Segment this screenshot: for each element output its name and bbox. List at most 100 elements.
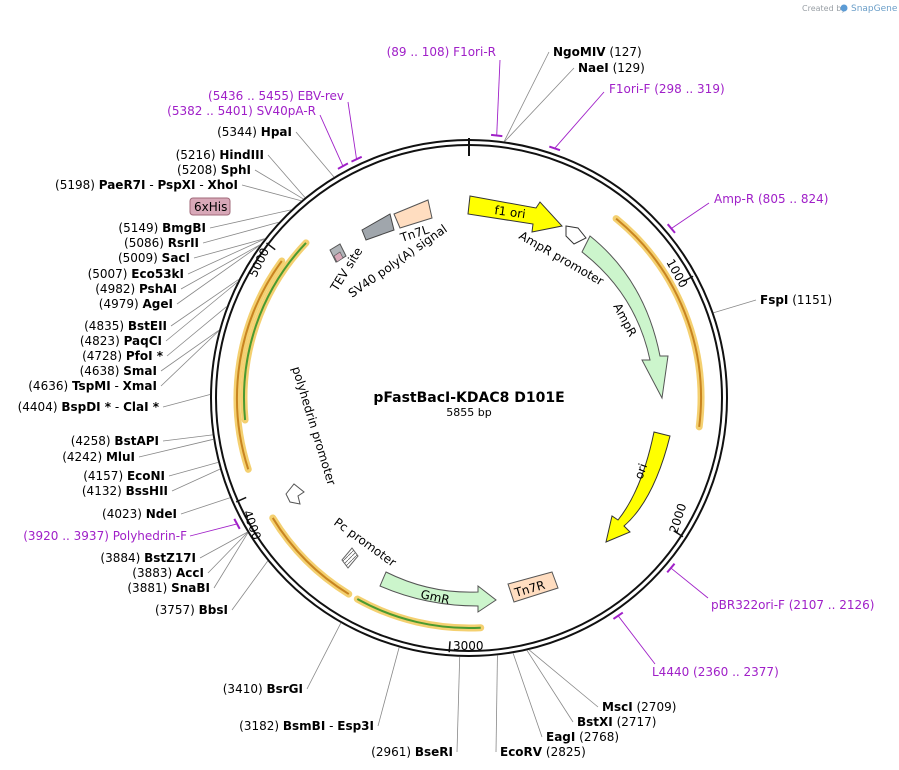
name-text: HindIII <box>219 148 264 162</box>
leader-bbsi <box>231 560 269 611</box>
name-text: PaqCI <box>124 334 162 348</box>
name-text: MscI <box>602 700 633 714</box>
primer-pos-text: (89 .. 108) <box>387 45 454 59</box>
pos-text: (5208) <box>177 163 221 177</box>
ori-feature[interactable]: ori <box>605 431 671 543</box>
his-tag-badge[interactable]: 6xHis <box>189 197 231 216</box>
primer-leader-polyhedrin-f <box>189 523 238 537</box>
tick-mark <box>266 242 276 251</box>
primer-name-text: Amp-R <box>714 192 754 206</box>
pos-text: (4132) <box>82 484 126 498</box>
enzyme-label-bstz17i[interactable]: (3884) BstZ17I <box>100 551 196 565</box>
primer-label-f1ori-r[interactable]: (89 .. 108) F1ori-R <box>387 45 496 59</box>
enzyme-label-agei[interactable]: (4979) AgeI <box>99 297 173 311</box>
enzyme-label-pfoi[interactable]: (4728) PfoI * <box>82 349 164 363</box>
leader-sphi <box>254 169 304 200</box>
enzyme-label-ndei[interactable]: (4023) NdeI <box>102 507 177 521</box>
enzyme-label-rsrii[interactable]: (5086) RsrII <box>124 236 199 250</box>
enzyme-label-bstxi[interactable]: BstXI (2717) <box>577 715 656 729</box>
name-text: NgoMIV <box>553 45 606 59</box>
primer-pos-text: (2107 .. 2126) <box>785 598 875 612</box>
orf-arc-core <box>236 260 283 470</box>
pos-text: (5007) <box>88 267 132 281</box>
pos-text: (4023) <box>102 507 146 521</box>
pos-text: (4258) <box>71 434 115 448</box>
enzyme-label-bseri[interactable]: (2961) BseRI <box>371 745 453 759</box>
primer-mark-l4440 <box>612 611 624 620</box>
primer-leader-l4440 <box>617 615 656 665</box>
enzyme-label-paqci[interactable]: (4823) PaqCI <box>80 334 162 348</box>
leader-eagi <box>512 653 543 738</box>
primer-mark-f1ori-r <box>490 133 503 138</box>
leader-bstxi <box>526 650 574 723</box>
enzyme-label-bmgbi[interactable]: (5149) BmgBI <box>118 221 206 235</box>
enzyme-label-mlui[interactable]: (4242) MluI <box>62 450 135 464</box>
primer-label-l4440[interactable]: L4440 (2360 .. 2377) <box>652 665 779 679</box>
snapgene-brand: SnapGene <box>851 4 898 14</box>
primer-label-sv40pa-r[interactable]: (5382 .. 5401) SV40pA-R <box>167 104 316 118</box>
enzyme-label-bsteii[interactable]: (4835) BstEII <box>84 319 167 333</box>
name-text: AccI <box>176 566 204 580</box>
name-text: Eco53kI <box>131 267 184 281</box>
enzyme-label-eco53ki[interactable]: (5007) Eco53kI <box>88 267 184 281</box>
enzyme-label-snabi[interactable]: (3881) SnaBI <box>127 581 210 595</box>
primer-label-ebv-rev[interactable]: (5436 .. 5455) EBV-rev <box>208 89 344 103</box>
primer-label-f1ori-f[interactable]: F1ori-F (298 .. 319) <box>609 82 725 96</box>
enzyme-label-bbsi[interactable]: (3757) BbsI <box>155 603 228 617</box>
enzyme-label-msci[interactable]: MscI (2709) <box>602 700 676 714</box>
enzyme-label-bsmbi[interactable]: (3182) BsmBI - Esp3I <box>239 719 374 733</box>
pos-text: (3757) <box>155 603 199 617</box>
leader-saci <box>193 238 265 259</box>
primer-pos-text: (5382 .. 5401) <box>167 104 257 118</box>
enzyme-label-fspi[interactable]: FspI (1151) <box>760 293 832 307</box>
primer-label-pbr322ori-f[interactable]: pBR322ori-F (2107 .. 2126) <box>711 598 874 612</box>
name-text: BbsI <box>199 603 228 617</box>
pos-text: (4728) <box>82 349 126 363</box>
primer-name-text: pBR322ori-F <box>711 598 785 612</box>
enzyme-label-smai[interactable]: (4638) SmaI <box>80 364 157 378</box>
primer-label-polyhedrin-f[interactable]: (3920 .. 3937) Polyhedrin-F <box>23 529 187 543</box>
gmr-feature[interactable]: GmR <box>379 571 497 613</box>
pos-text: (5086) <box>124 236 168 250</box>
gmr-label: GmR <box>419 587 451 607</box>
enzyme-label-eagi[interactable]: EagI (2768) <box>546 730 619 744</box>
pos-text: (4404) <box>18 400 62 414</box>
primer-mark-amp-r <box>666 223 676 234</box>
label-leader-lines <box>138 51 757 753</box>
name-text: BsrGI <box>266 682 303 696</box>
primer-pos-text: (298 .. 319) <box>650 82 724 96</box>
sep-text: - <box>111 400 123 414</box>
enzyme-label-paer7i[interactable]: (5198) PaeR7I - PspXI - XhoI <box>55 178 238 192</box>
name-text: AgeI <box>143 297 173 311</box>
f1-ori-label: f1 ori <box>494 203 527 221</box>
pc-promoter-feature[interactable]: Pc promoter <box>331 515 399 569</box>
polyhedrin-promoter-feature[interactable]: polyhedrin promoter <box>285 365 339 505</box>
enzyme-label-econi[interactable]: (4157) EcoNI <box>83 469 165 483</box>
enzyme-label-bsrgi[interactable]: (3410) BsrGI <box>223 682 303 696</box>
name-text: MluI <box>106 450 135 464</box>
enzyme-label-sphi[interactable]: (5208) SphI <box>177 163 251 177</box>
primer-label-amp-r[interactable]: Amp-R (805 .. 824) <box>714 192 828 206</box>
enzyme-label-ngomiv[interactable]: NgoMIV (127) <box>553 45 642 59</box>
enzyme-label-acci[interactable]: (3883) AccI <box>132 566 204 580</box>
primer-mark-polyhedrin-f <box>233 518 241 530</box>
tn7r-feature[interactable]: Tn7R <box>507 571 559 603</box>
pos-text: (129) <box>609 61 645 75</box>
leader-fspi <box>713 299 757 314</box>
enzyme-label-bsshii[interactable]: (4132) BssHII <box>82 484 168 498</box>
enzyme-label-bstapi[interactable]: (4258) BstAPI <box>71 434 159 448</box>
alt-text: Esp3I <box>337 719 374 733</box>
f1-ori-feature[interactable]: f1 ori <box>467 195 563 233</box>
pc-promoter-label: Pc promoter <box>331 515 399 569</box>
enzyme-label-hpai[interactable]: (5344) HpaI <box>217 125 292 139</box>
enzyme-label-ecorv[interactable]: EcoRV (2825) <box>500 745 586 759</box>
tick-mark <box>683 275 694 283</box>
enzyme-label-pshai[interactable]: (4982) PshAI <box>95 282 177 296</box>
enzyme-label-bspdi[interactable]: (4404) BspDI * - ClaI * <box>18 400 160 414</box>
enzyme-label-naei[interactable]: NaeI (129) <box>578 61 645 75</box>
pos-text: (4835) <box>84 319 128 333</box>
enzyme-label-hindiii[interactable]: (5216) HindIII <box>176 148 264 162</box>
leader-bsteii <box>170 278 240 327</box>
enzyme-label-tspmi[interactable]: (4636) TspMI - XmaI <box>28 379 157 393</box>
enzyme-label-saci[interactable]: (5009) SacI <box>118 251 190 265</box>
